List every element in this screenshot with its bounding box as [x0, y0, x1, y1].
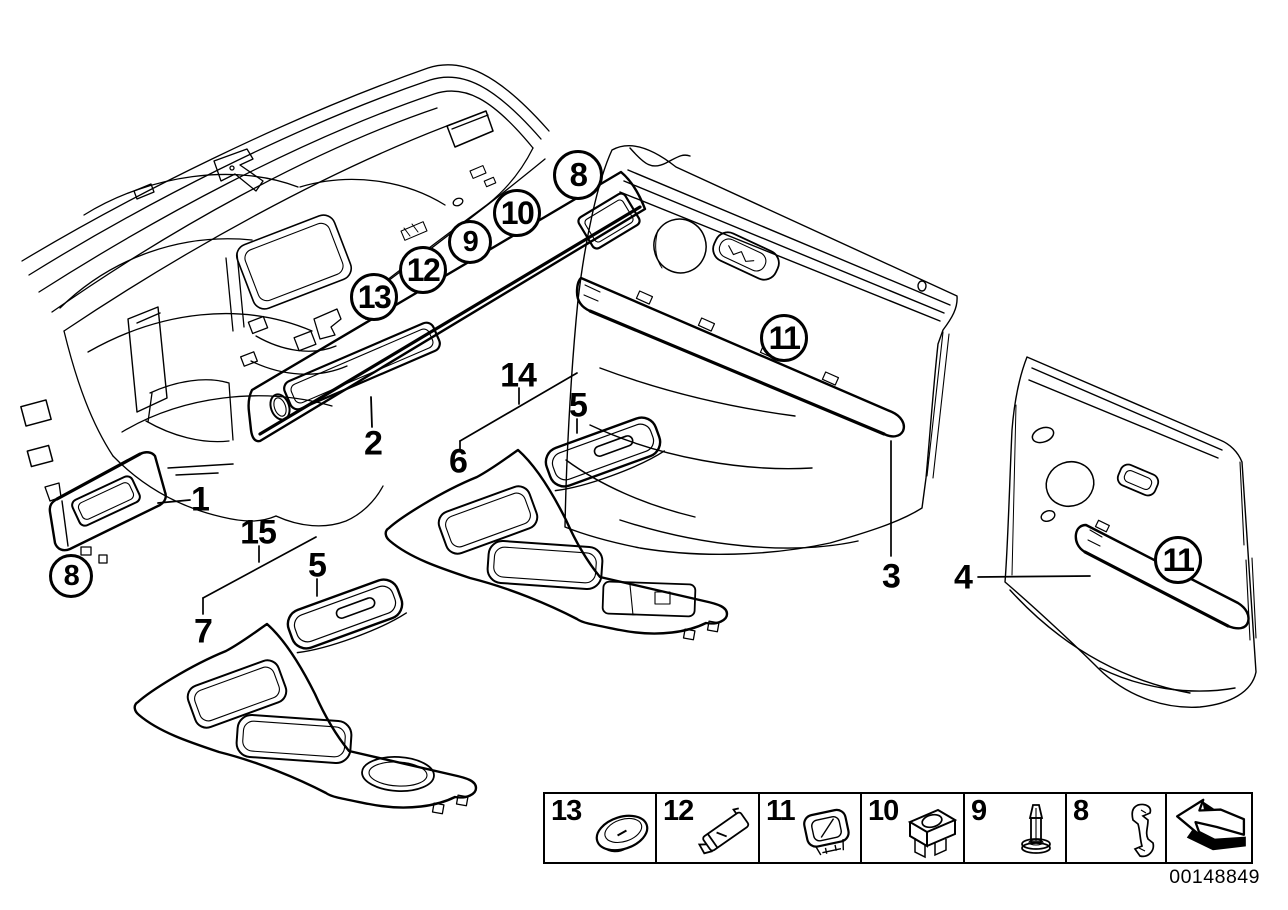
console-7-cupholder [361, 756, 435, 792]
center-console-trim-6 [384, 448, 729, 641]
legend-cell-10[interactable]: 10 [860, 794, 963, 862]
leader-lines [202, 372, 1091, 615]
callout-label-2[interactable]: 2 [364, 424, 383, 463]
glovebox-trim-part1 [48, 451, 191, 552]
callout-label-4[interactable]: 4 [954, 558, 973, 597]
flat-spring-clip-icon [697, 807, 750, 855]
legend-cell-9[interactable]: 9 [963, 794, 1065, 862]
callout-circle-8[interactable]: 8 [553, 150, 603, 200]
legend-cell-12[interactable]: 12 [655, 794, 758, 862]
callout-circle-9[interactable]: 9 [448, 220, 492, 264]
armrest-lid-5-upper [544, 416, 666, 492]
square-grommet-icon [803, 808, 850, 856]
legend-number: 11 [766, 795, 796, 827]
console-6-rear-opening [601, 580, 697, 618]
spring-clip-icon [1131, 803, 1155, 858]
callout-label-1[interactable]: 1 [191, 480, 210, 519]
speed-nut-icon [907, 808, 958, 859]
callout-circle-12[interactable]: 12 [399, 246, 447, 294]
legend-cell-8[interactable]: 8 [1065, 794, 1165, 862]
legend-cell-arrow [1165, 794, 1255, 862]
callout-circle-10[interactable]: 10 [493, 189, 541, 237]
diagram-part-number: 00148849 [1169, 866, 1260, 888]
direction-arrow-icon [1175, 798, 1246, 851]
front-door-panel [564, 145, 958, 556]
legend-number: 12 [663, 795, 694, 827]
legend-number: 9 [971, 795, 987, 827]
callout-circle-11[interactable]: 11 [1154, 536, 1202, 584]
legend-cell-13[interactable]: 13 [545, 794, 655, 862]
callout-label-7[interactable]: 7 [194, 612, 213, 651]
legend-number: 10 [868, 795, 899, 827]
callout-label-5[interactable]: 5 [308, 546, 327, 585]
rear-door-panel [1004, 356, 1257, 708]
dashboard-drawing [20, 64, 550, 564]
expansion-rivet-icon [1021, 804, 1051, 854]
callout-circle-13[interactable]: 13 [350, 273, 398, 321]
legend-cell-11[interactable]: 11 [758, 794, 860, 862]
callout-label-15[interactable]: 15 [240, 513, 277, 552]
callout-label-5[interactable]: 5 [569, 386, 588, 425]
legend-number: 13 [551, 795, 582, 827]
dash-trim-strip-part2 [247, 170, 647, 501]
fastener-legend: 13 12 11 [543, 792, 1253, 864]
legend-number: 8 [1073, 795, 1089, 827]
callout-label-3[interactable]: 3 [882, 557, 901, 596]
callout-circle-8[interactable]: 8 [49, 554, 93, 598]
callout-label-6[interactable]: 6 [449, 442, 468, 481]
callout-label-14[interactable]: 14 [500, 356, 537, 395]
oval-cap-icon [595, 814, 649, 853]
callout-circle-11[interactable]: 11 [760, 314, 808, 362]
